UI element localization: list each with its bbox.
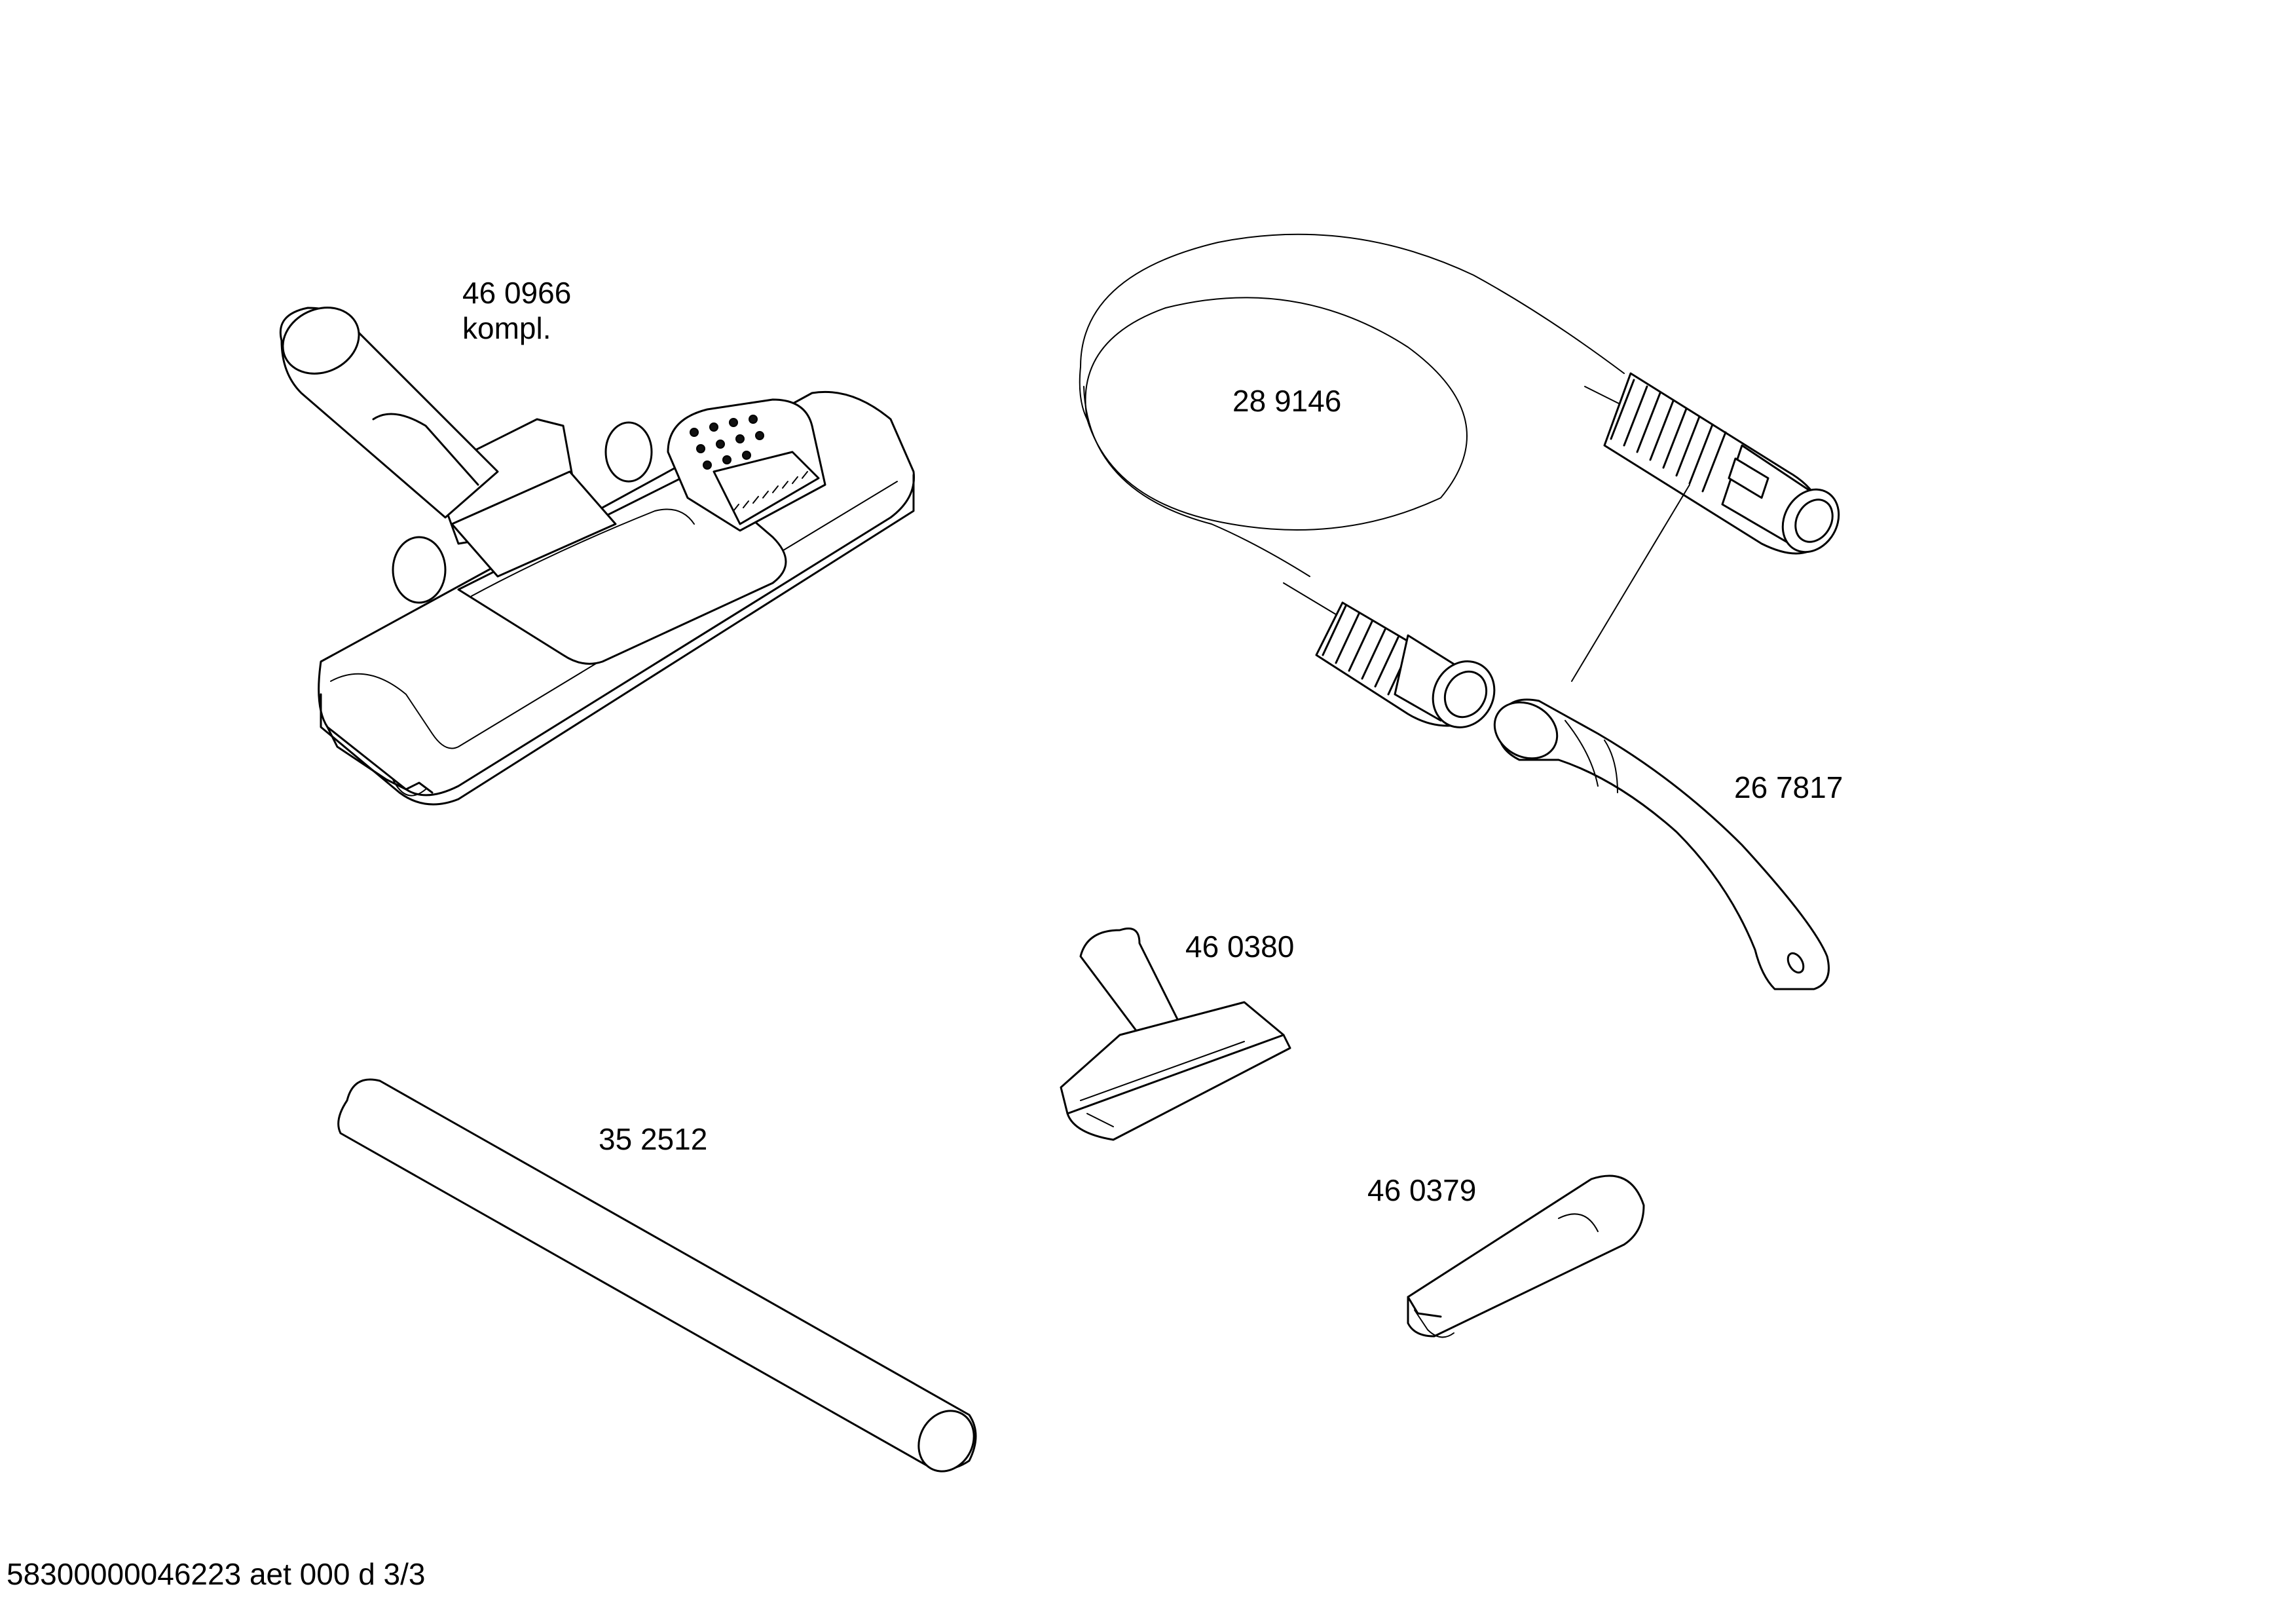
part-number-handle-bend: 26 7817 [1734,770,1843,804]
part-number-extension-tube: 35 2512 [599,1122,708,1156]
drawing-code: 58300000046223 aet 000 d 3/3 [7,1557,426,1591]
part-note: kompl. [462,311,551,345]
hose-illustration [1079,233,1840,728]
part-number: 46 0966 [462,276,572,310]
part-number-crevice-nozzle: 46 0379 [1367,1173,1477,1207]
part-number-upholstery-nozzle: 46 0380 [1185,929,1295,964]
part-number-hose: 28 9146 [1232,384,1342,418]
extension-tube-illustration [337,1078,977,1473]
crevice-nozzle-illustration [1407,1174,1645,1338]
floor-nozzle-illustration [279,307,916,806]
upholstery-nozzle-illustration [1060,928,1291,1141]
part-number-floor-nozzle: 46 0966 kompl. [462,275,571,346]
handle-bend-illustration [1493,698,1830,990]
